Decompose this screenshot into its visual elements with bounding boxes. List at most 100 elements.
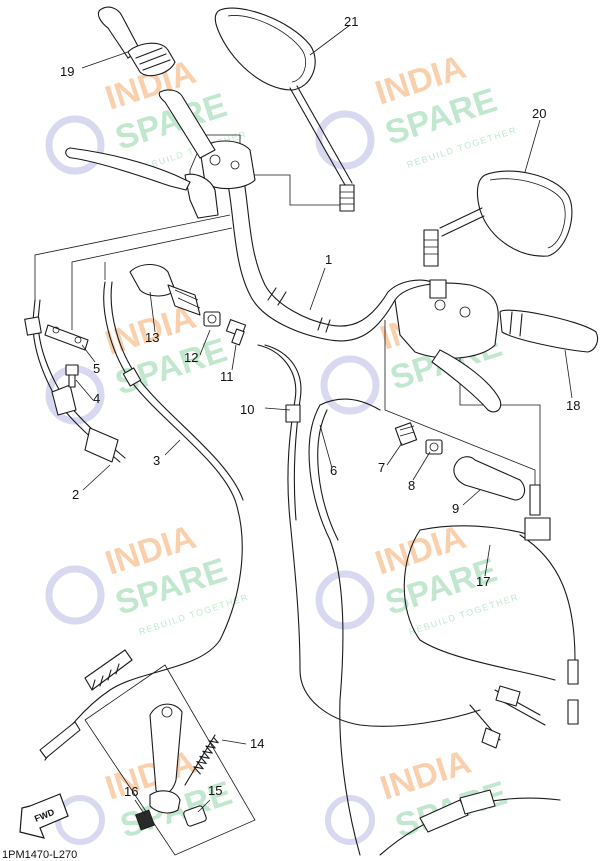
callout-17: 17 — [476, 574, 490, 589]
brake-cable — [308, 398, 381, 856]
spring-axis — [184, 734, 216, 786]
mirror-head — [214, 7, 316, 91]
screw-shank — [231, 328, 245, 346]
left-grip — [97, 6, 216, 159]
cable-boot — [84, 427, 119, 463]
mirror-right — [423, 170, 573, 267]
leader-line — [412, 451, 431, 481]
leader-line — [134, 799, 146, 816]
cable-boot — [51, 384, 77, 416]
watermark-top-right: INDIA SPARE REBUILD TOGETHER — [315, 48, 518, 170]
diagram-code: 1PM1470-L270 — [2, 849, 77, 861]
callout-10: 10 — [240, 402, 254, 417]
bolt-head — [65, 364, 79, 376]
mirror-rim — [227, 15, 306, 83]
starter-cable-branch — [519, 534, 576, 661]
choke-lever — [129, 263, 176, 297]
cable-adjuster — [495, 685, 521, 707]
leader-line — [564, 349, 573, 399]
callout-9: 9 — [452, 501, 459, 516]
cable-boot — [419, 799, 469, 833]
leader-line — [149, 291, 156, 333]
nut — [203, 311, 221, 327]
wrench-logo-icon — [315, 110, 375, 170]
handlebar-knurl — [267, 287, 331, 333]
part-bolt-4 — [65, 364, 79, 388]
callout-21: 21 — [344, 14, 358, 29]
collar — [183, 805, 207, 827]
mirror-stem — [289, 85, 353, 186]
switch-button — [434, 299, 446, 311]
nut-hole — [207, 314, 217, 324]
bolt-thread — [340, 191, 354, 205]
wrench-logo-icon — [315, 570, 375, 630]
part-adjuster-7 — [394, 422, 418, 446]
switch-button — [209, 154, 221, 166]
leader-line — [197, 799, 211, 813]
part-screw-11 — [225, 319, 247, 346]
clamp-nut — [135, 809, 155, 831]
throttle-tube — [158, 89, 216, 159]
callout-7: 7 — [378, 460, 385, 475]
leader-line — [319, 424, 333, 469]
cable-bracket — [44, 324, 89, 351]
clamp — [149, 790, 181, 814]
callout-4: 4 — [93, 391, 100, 406]
right-switch-housing — [394, 282, 499, 359]
callout-8: 8 — [408, 478, 415, 493]
part-choke-knob-9 — [453, 456, 551, 541]
watermark-lower-left: INDIA SPARE REBUILD TOGETHER — [45, 518, 250, 637]
bolt-shank — [68, 374, 76, 388]
cable-adjuster — [481, 727, 501, 749]
mirror-stem — [439, 207, 485, 237]
clutch-lever-holder — [184, 173, 219, 219]
mirror-rim — [489, 178, 566, 249]
handlebar-tube-lower — [241, 167, 433, 327]
cable-adjuster — [24, 316, 42, 336]
brake-cable-outer — [317, 409, 339, 541]
leader-line — [462, 489, 481, 506]
wrench-logo-icon — [45, 565, 105, 625]
choke-plunger — [167, 284, 201, 316]
callout-19: 19 — [60, 64, 74, 79]
nut-hole — [429, 442, 439, 452]
switch-button — [459, 306, 471, 318]
leader-line — [199, 329, 211, 356]
cable-adjuster — [122, 367, 142, 387]
cable-boot — [459, 789, 496, 815]
leader-line — [386, 442, 403, 466]
mirror-mount-bolt — [423, 229, 439, 267]
callout-14: 14 — [250, 736, 264, 751]
cable-spring-end — [39, 721, 81, 759]
bracket-hole — [74, 336, 82, 344]
callout-12: 12 — [184, 350, 198, 365]
grip-ridges — [135, 47, 171, 71]
housing-screw — [429, 279, 447, 299]
leader-line — [264, 407, 291, 411]
callout-3: 3 — [153, 453, 160, 468]
callout-5: 5 — [93, 361, 100, 376]
left-switch-assembly — [65, 140, 256, 219]
leader-line — [484, 544, 491, 577]
right-grip — [499, 309, 599, 353]
wrench-logo-icon — [325, 795, 375, 845]
callout-16: 16 — [124, 784, 138, 799]
leader-line — [309, 24, 351, 56]
cable-boot — [84, 649, 133, 691]
callout-2: 2 — [72, 487, 79, 502]
bracket-hole — [52, 326, 60, 334]
leader-line — [221, 739, 247, 745]
mirror-head — [476, 170, 573, 257]
spring — [193, 737, 219, 775]
leader-line — [75, 379, 94, 401]
callout-20: 20 — [532, 106, 546, 121]
callout-labels: 1 2 3 4 5 6 7 8 9 10 11 12 13 14 15 16 1… — [60, 14, 580, 799]
detail-box — [84, 664, 256, 856]
choke-cable-outer — [264, 344, 302, 521]
leader-line — [309, 267, 326, 311]
reference-line — [34, 214, 231, 300]
fwd-arrow: FWD — [19, 793, 69, 839]
switch-button — [230, 160, 240, 170]
